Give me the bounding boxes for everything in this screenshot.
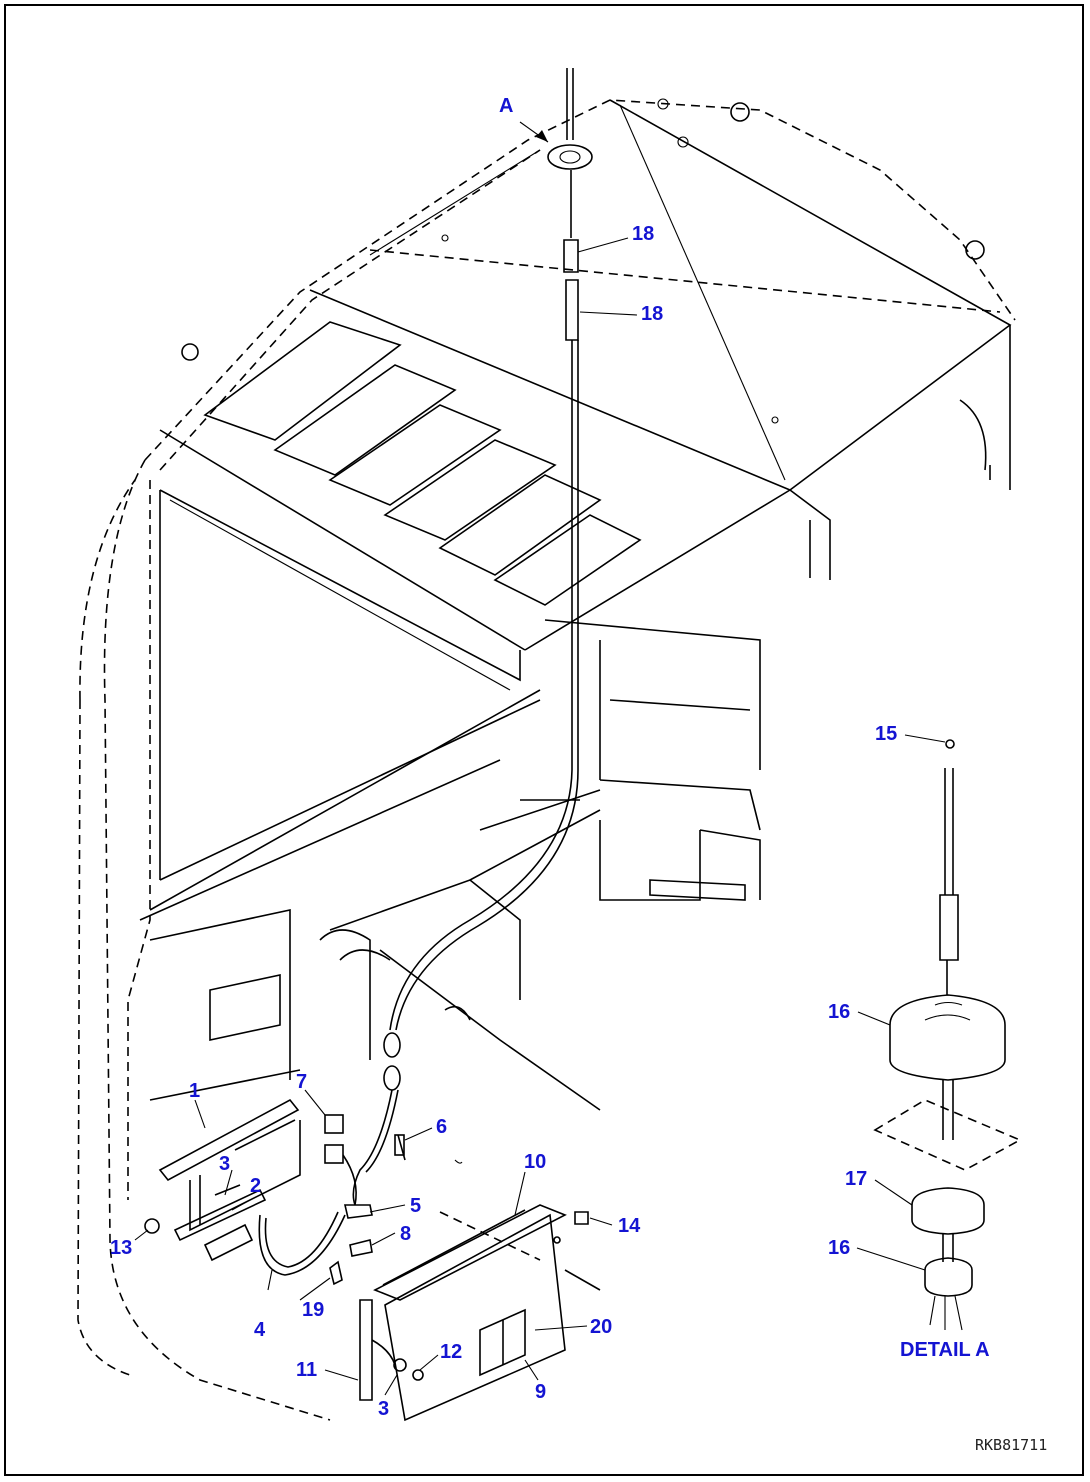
callout-14: 14 [618,1215,641,1237]
callout-20: 20 [590,1316,612,1338]
detail-a-caption: DETAIL A [900,1339,990,1361]
controller-box [359,1204,601,1422]
callout-12: 12 [440,1341,462,1363]
callout-16b: 16 [828,1237,850,1259]
callout-11: 11 [296,1359,317,1381]
callout-13: 13 [110,1237,132,1259]
cab-interior [149,619,761,1111]
callout-17: 17 [845,1168,867,1190]
cab-front-frame [77,459,541,1421]
callout-15: 15 [875,723,897,745]
callout-labels: A 18 18 1 3 2 4 5 6 7 8 9 10 11 12 13 14… [110,95,990,1420]
callout-16a: 16 [828,1001,850,1023]
callout-3a: 3 [219,1153,230,1175]
callout-1: 1 [189,1080,200,1102]
antenna-cable [352,68,593,1206]
callout-18b: 18 [641,303,663,325]
callout-8: 8 [400,1223,411,1245]
radio-bracket-assembly [144,1098,463,1286]
drawing-reference-code: RKB81711 [975,1436,1047,1454]
callout-7: 7 [296,1071,307,1093]
callout-9: 9 [535,1381,546,1403]
cab-roof [144,98,1016,651]
callout-19: 19 [302,1299,324,1321]
callout-18a: 18 [632,223,654,245]
view-arrow-label: A [499,95,513,117]
callout-10: 10 [524,1151,546,1173]
callout-6: 6 [436,1116,447,1138]
leader-lines [134,121,946,1396]
detail-a-antenna [873,739,1022,1331]
callout-3b: 3 [378,1398,389,1420]
callout-4: 4 [254,1319,266,1341]
drawing-border [4,4,1084,1476]
callout-2: 2 [250,1175,261,1197]
callout-5: 5 [410,1195,421,1217]
